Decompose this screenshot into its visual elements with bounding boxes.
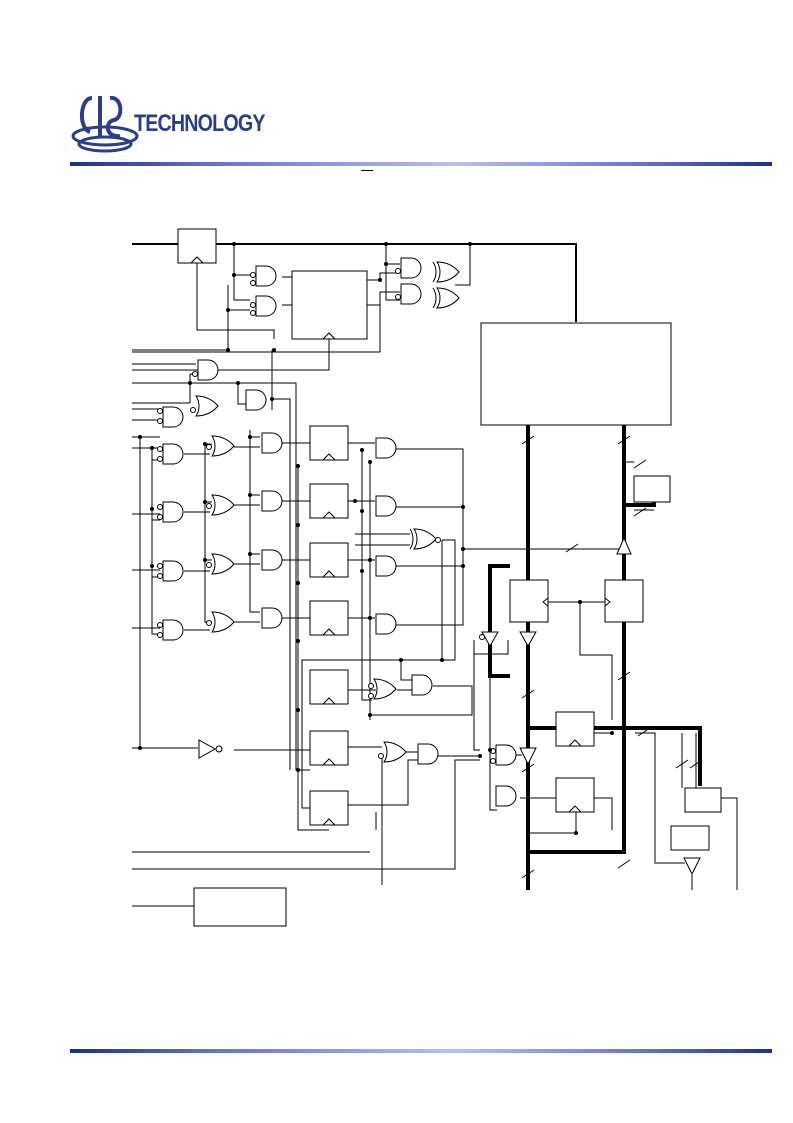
footer-divider bbox=[70, 1049, 772, 1053]
header-divider bbox=[70, 162, 772, 166]
title-overbar bbox=[361, 170, 373, 171]
gsi-logo-mark-icon bbox=[71, 95, 139, 153]
logo-wordmark: TECHNOLOGY bbox=[134, 110, 265, 137]
company-logo: TECHNOLOGY bbox=[70, 88, 265, 158]
